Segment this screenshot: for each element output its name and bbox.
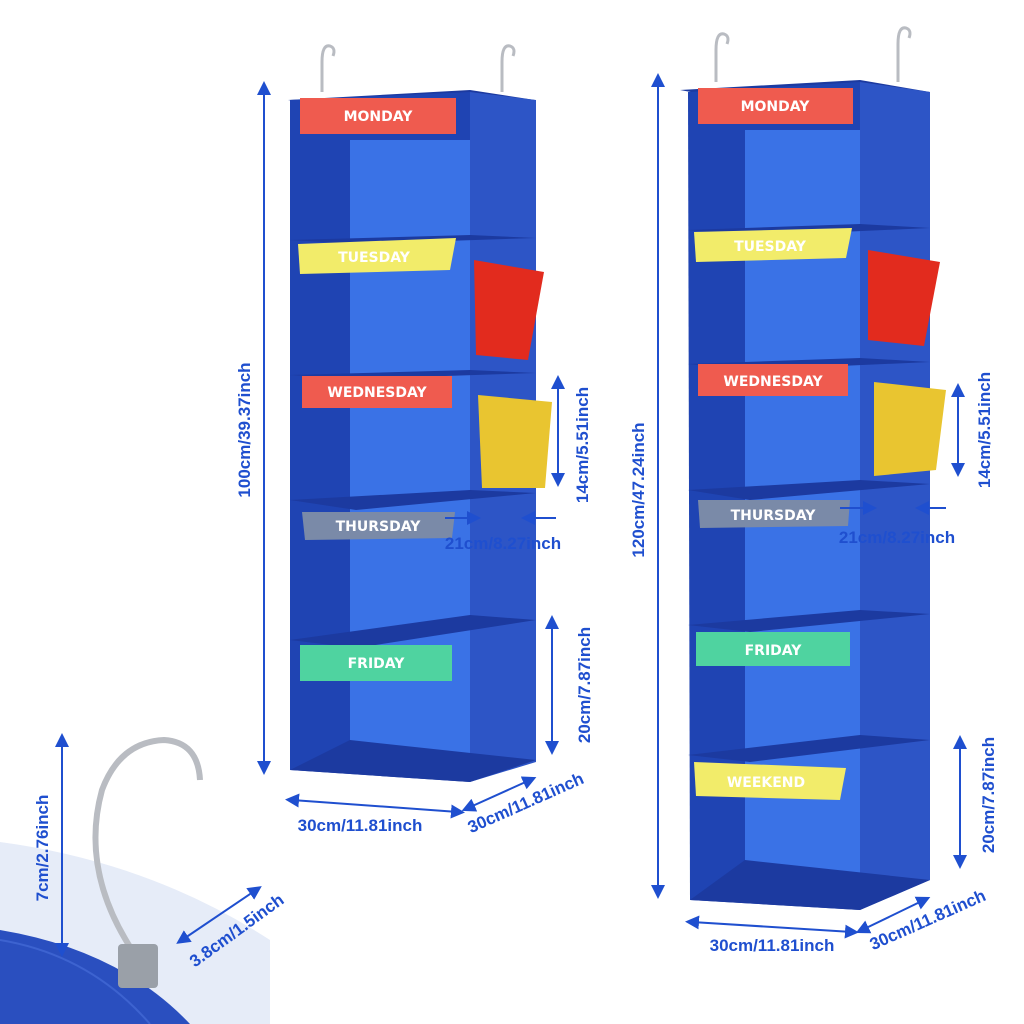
right-pocket-width-label: 21cm/8.27inch	[839, 528, 955, 547]
label-card-tuesday	[298, 238, 456, 274]
label-card-thursday	[302, 512, 455, 540]
right-shelf-height-label: 20cm/7.87inch	[979, 737, 998, 853]
yellow-side-pocket	[478, 395, 552, 488]
label-card-monday	[698, 88, 853, 124]
right-organizer: MONDAY TUESDAY WEDNESDAY THURSDAY FRIDAY…	[680, 26, 946, 910]
left-organizer: MONDAY TUESDAY WEDNESDAY THURSDAY FRIDAY	[288, 44, 552, 782]
label-monday: MONDAY	[344, 109, 414, 125]
label-wednesday: WEDNESDAY	[723, 374, 823, 390]
hanger-hook-icon	[500, 44, 516, 92]
right-height-label: 120cm/47.24inch	[629, 422, 648, 557]
label-thursday: THURSDAY	[731, 508, 817, 524]
hanger-hook-icon	[92, 736, 203, 952]
hook-height-label: 7cm/2.76inch	[33, 795, 52, 902]
label-card-friday	[300, 645, 452, 681]
label-wednesday: WEDNESDAY	[327, 385, 427, 401]
label-card-wednesday	[698, 364, 848, 396]
left-width-label: 30cm/11.81inch	[298, 816, 423, 835]
left-depth-label: 30cm/11.81inch	[465, 769, 587, 837]
label-thursday: THURSDAY	[336, 519, 422, 535]
right-width-label: 30cm/11.81inch	[710, 936, 835, 955]
label-card-tuesday	[694, 228, 852, 262]
left-pocket-width-label: 21cm/8.27inch	[445, 534, 561, 553]
left-pocket-height-label: 14cm/5.51inch	[573, 387, 592, 503]
hanger-hook-icon	[896, 26, 912, 82]
red-side-pocket	[868, 250, 940, 346]
label-card-thursday	[698, 500, 850, 528]
label-weekend: WEEKEND	[727, 775, 805, 791]
hook-detail: 7cm/2.76inch 3.8cm/1.5inch	[0, 733, 287, 1024]
right-pocket-height-label: 14cm/5.51inch	[975, 372, 994, 488]
label-monday: MONDAY	[741, 99, 811, 115]
label-card-wednesday	[302, 376, 452, 408]
label-tuesday: TUESDAY	[734, 239, 807, 255]
yellow-side-pocket	[874, 382, 946, 476]
hanger-hook-icon	[320, 44, 336, 92]
label-card-friday	[696, 632, 850, 666]
left-height-label: 100cm/39.37inch	[235, 362, 254, 497]
red-side-pocket	[474, 260, 544, 360]
label-tuesday: TUESDAY	[338, 250, 411, 266]
label-friday: FRIDAY	[348, 656, 406, 672]
label-friday: FRIDAY	[745, 643, 803, 659]
left-shelf-height-label: 20cm/7.87inch	[575, 627, 594, 743]
label-card-monday	[300, 98, 456, 134]
label-card-weekend	[694, 762, 846, 800]
hanger-hook-icon	[714, 32, 730, 82]
hook-clamp	[118, 944, 158, 988]
